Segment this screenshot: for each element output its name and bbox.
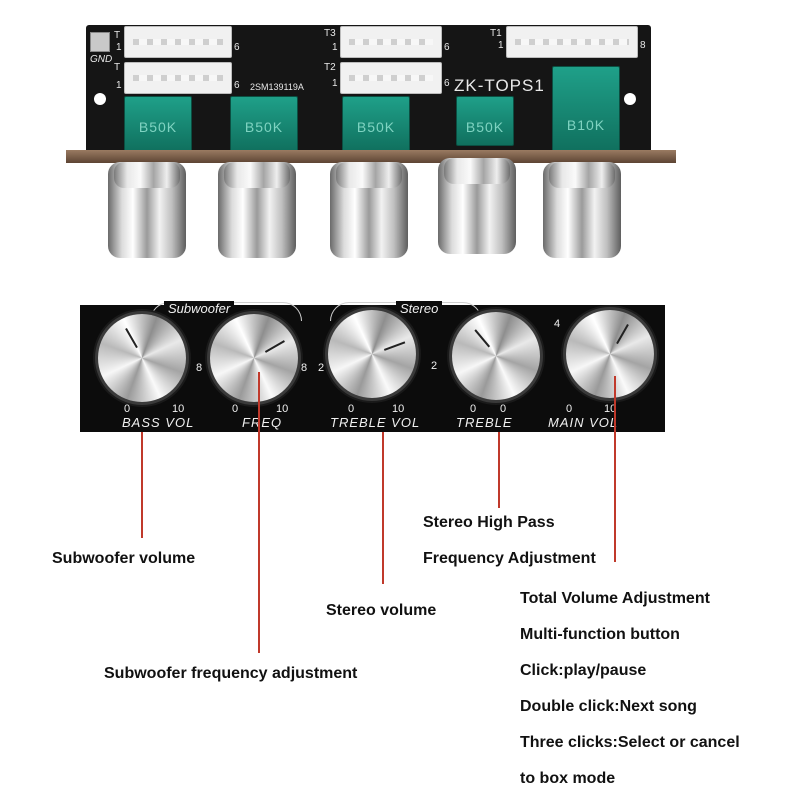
caption-frequency-adjustment: Frequency Adjustment <box>423 550 596 567</box>
pin-label: 1 <box>116 80 122 91</box>
connector-label: T2 <box>324 62 336 73</box>
scale-min: 0 <box>348 403 355 415</box>
knob-treble[interactable] <box>452 312 540 400</box>
caption-box-mode: to box mode <box>520 770 616 787</box>
gnd-pad <box>90 32 110 52</box>
leader-line-freq <box>258 372 260 653</box>
connector-t-lower <box>124 62 232 94</box>
knob-label-main-vol: MAIN VOL <box>548 415 619 430</box>
pin-label: 1 <box>116 42 122 53</box>
scale-min: 0 <box>124 403 131 415</box>
scale-max: 10 <box>392 403 405 415</box>
scale-min: 0 <box>470 403 477 415</box>
pin-label: 1 <box>332 42 338 53</box>
connector-t1 <box>506 26 638 58</box>
leader-line-treble-vol <box>382 432 384 584</box>
caption-stereo-high-pass: Stereo High Pass <box>423 514 555 531</box>
connector-t2 <box>340 62 442 94</box>
connector-label: T3 <box>324 28 336 39</box>
caption-three-clicks: Three clicks:Select or cancel <box>520 734 740 751</box>
potentiometer: B50K <box>342 96 410 152</box>
mounting-hole <box>94 93 106 105</box>
potentiometer: B50K <box>230 96 298 152</box>
connector-t-upper <box>124 26 232 58</box>
connector-label: T1 <box>490 28 502 39</box>
knob-bass-vol[interactable] <box>98 314 186 402</box>
caption-total-volume: Total Volume Adjustment <box>520 590 710 607</box>
leader-line-bass-vol <box>141 432 143 538</box>
scale-mark: 2 <box>431 360 438 372</box>
scale-max: 10 <box>276 403 289 415</box>
knob-shaft <box>438 158 516 254</box>
caption-subwoofer-frequency: Subwoofer frequency adjustment <box>104 665 358 682</box>
knob-label-bass-vol: BASS VOL <box>122 415 195 430</box>
connector-label: T <box>114 62 121 73</box>
scale-max: 10 <box>172 403 185 415</box>
potentiometer-main: B10K <box>552 66 620 152</box>
pcb-edge <box>66 150 676 163</box>
board-serial: 2SM139119A <box>250 82 304 92</box>
group-label-subwoofer: Subwoofer <box>164 301 235 316</box>
caption-multi-function: Multi-function button <box>520 626 680 643</box>
knob-shaft <box>330 162 408 258</box>
scale-mark: 8 <box>301 362 308 374</box>
knob-label-freq: FREQ <box>242 415 283 430</box>
knob-freq[interactable] <box>210 314 298 402</box>
potentiometer: B50K <box>456 96 514 146</box>
pin-label: 6 <box>234 42 240 53</box>
scale-max: 0 <box>500 403 507 415</box>
group-label-stereo: Stereo <box>396 301 443 316</box>
pin-label: 6 <box>444 42 450 53</box>
leader-line-treble <box>498 432 500 508</box>
knob-label-treble-vol: TREBLE VOL <box>330 415 421 430</box>
caption-subwoofer-volume: Subwoofer volume <box>52 550 196 567</box>
scale-min: 0 <box>232 403 239 415</box>
scale-mark: 8 <box>196 362 203 374</box>
caption-click: Click:play/pause <box>520 662 647 679</box>
scale-max: 10 <box>604 403 617 415</box>
knob-shaft <box>108 162 186 258</box>
gnd-label: GND <box>90 54 113 65</box>
scale-mark: 4 <box>554 318 561 330</box>
pin-label: 8 <box>640 40 646 51</box>
potentiometer: B50K <box>124 96 192 152</box>
pin-label: 6 <box>444 78 450 89</box>
leader-line-main-vol <box>614 376 616 562</box>
connector-label: T <box>114 30 121 41</box>
scale-min: 0 <box>566 403 573 415</box>
knob-label-treble: TREBLE <box>456 415 513 430</box>
connector-t3 <box>340 26 442 58</box>
pin-label: 1 <box>498 40 504 51</box>
knob-treble-vol[interactable] <box>328 310 416 398</box>
caption-stereo-volume: Stereo volume <box>326 602 437 619</box>
knob-main-vol[interactable] <box>566 310 654 398</box>
knob-shaft <box>218 162 296 258</box>
caption-double-click: Double click:Next song <box>520 698 697 715</box>
pin-label: 1 <box>332 78 338 89</box>
pin-label: 6 <box>234 80 240 91</box>
mounting-hole <box>624 93 636 105</box>
knob-shaft <box>543 162 621 258</box>
scale-mark: 2 <box>318 362 325 374</box>
board-model: ZK-TOPS1 <box>454 76 545 95</box>
